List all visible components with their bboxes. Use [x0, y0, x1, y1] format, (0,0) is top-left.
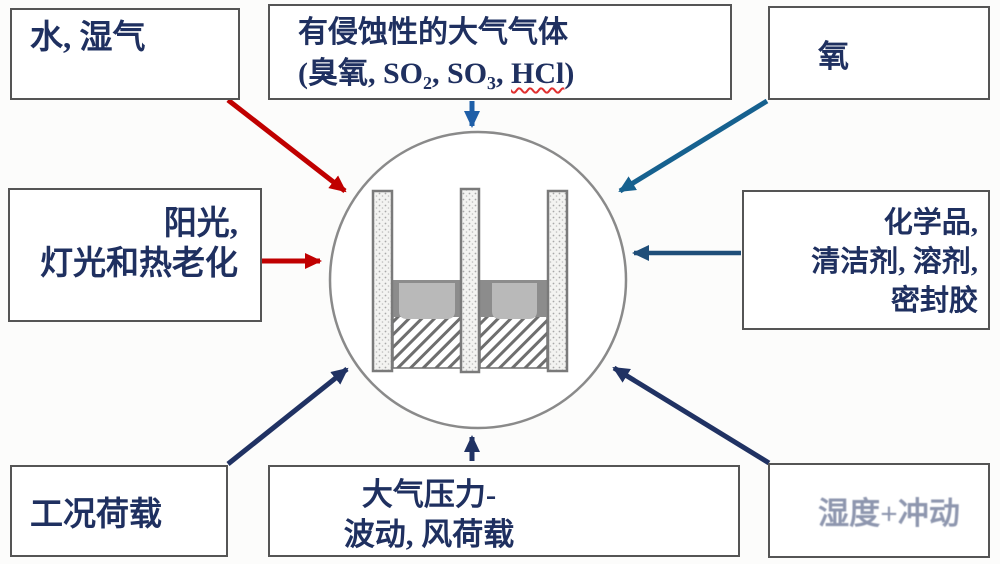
box-chemicals-line1: 化学品, — [883, 207, 978, 239]
box-water-moisture: 水, 湿气 — [10, 8, 240, 100]
box-corrosive-gases: 有侵蚀性的大气气体 (臭氧, SO₂, SO₃, HCl) — [268, 4, 732, 100]
box-working-loads: 工况荷载 — [10, 465, 228, 557]
box-sunlight-line1: 阳光, — [163, 206, 238, 242]
box-pressure-line1: 大气压力- — [361, 477, 497, 512]
box-chemicals-line3: 密封胶 — [890, 285, 978, 317]
box-humidity-shock-label: 湿度+冲动 — [818, 496, 960, 531]
spacer-bar-left — [399, 283, 455, 319]
box-chemicals-cleaners-solvents: 化学品, 清洁剂, 溶剂, 密封胶 — [742, 190, 990, 330]
glazing-cross-section-icon — [371, 187, 569, 374]
box-atmospheric-pressure-wind: 大气压力- 波动, 风荷载 — [268, 465, 740, 557]
box-oxygen: 氧 — [768, 6, 990, 100]
sealant-right — [479, 311, 548, 369]
box-chemicals-line2: 清洁剂, 溶剂, — [811, 246, 978, 278]
gases-line2-prefix: (臭氧, SO₂, SO₃, — [298, 57, 512, 90]
spacer-bar-right — [492, 283, 537, 319]
box-humidity-shock: 湿度+冲动 — [768, 463, 990, 558]
box-water-moisture-label: 水, 湿气 — [30, 20, 146, 56]
glass-pane-outer-right — [546, 189, 569, 373]
box-corrosive-gases-line2: (臭氧, SO₂, SO₃, HCl) — [298, 53, 730, 94]
gases-hcl-misspell-underline: HCl — [511, 57, 565, 90]
glass-pane-middle — [459, 187, 481, 374]
arrow-temperature-to-center — [612, 365, 771, 466]
box-oxygen-label: 氧 — [818, 38, 849, 74]
box-corrosive-gases-line1: 有侵蚀性的大气气体 — [298, 16, 568, 49]
box-sunlight-line2: 灯光和热老化 — [40, 246, 238, 282]
box-sunlight-heat-aging: 阳光, 灯光和热老化 — [8, 188, 262, 322]
arrow-oxygen-to-center — [618, 98, 769, 194]
gases-line2-suffix: ) — [564, 57, 575, 90]
glass-pane-outer-left — [371, 189, 394, 373]
arrow-water-to-center — [226, 98, 347, 193]
sealant-left — [392, 311, 462, 369]
box-working-loads-label: 工况荷载 — [30, 497, 162, 533]
box-pressure-line2: 波动, 风荷载 — [343, 517, 515, 552]
arrow-loads-to-center — [226, 367, 349, 466]
